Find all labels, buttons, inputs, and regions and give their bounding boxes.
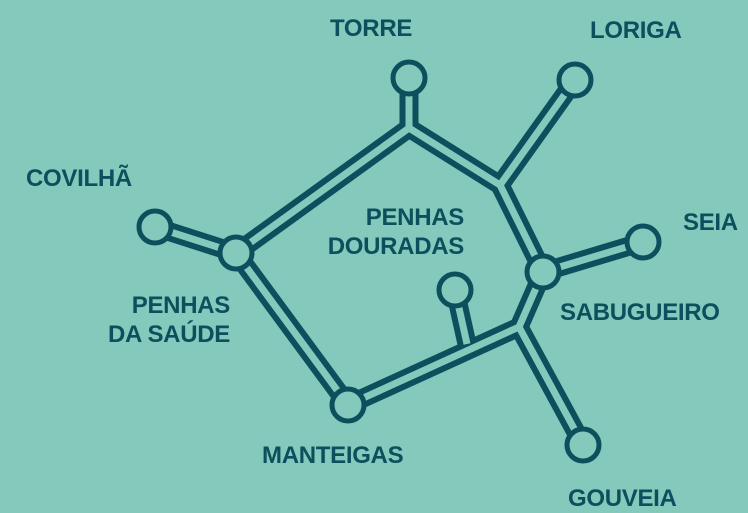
stop-manteigas	[329, 386, 367, 424]
label-penhas-douradas-line1: PENHAS	[365, 204, 465, 231]
label-penhas-douradas: PENHAS DOURADAS	[300, 203, 465, 261]
stop-torre	[390, 59, 428, 97]
label-torre: TORRE	[330, 15, 413, 42]
stop-seia	[624, 223, 662, 261]
label-penhas-douradas-line2: DOURADAS	[327, 233, 465, 260]
label-loriga: LORIGA	[590, 17, 682, 44]
label-covilha: COVILHÃ	[26, 165, 132, 192]
stop-gouveia	[564, 426, 602, 464]
label-penhas-da-saude-line1: PENHAS	[131, 292, 231, 319]
label-manteigas: MANTEIGAS	[262, 442, 404, 469]
stop-penhas-da-saude	[217, 234, 255, 272]
label-penhas-da-saude: PENHAS DA SAÚDE	[90, 291, 230, 349]
label-penhas-da-saude-line2: DA SAÚDE	[107, 321, 230, 348]
stop-covilha	[136, 208, 174, 246]
stop-penhas-douradas	[436, 271, 474, 309]
label-seia: SEIA	[683, 209, 738, 236]
stop-loriga	[556, 61, 594, 99]
label-sabugueiro: SABUGUEIRO	[560, 299, 720, 326]
stop-sabugueiro	[524, 253, 562, 291]
label-gouveia: GOUVEIA	[568, 485, 677, 512]
